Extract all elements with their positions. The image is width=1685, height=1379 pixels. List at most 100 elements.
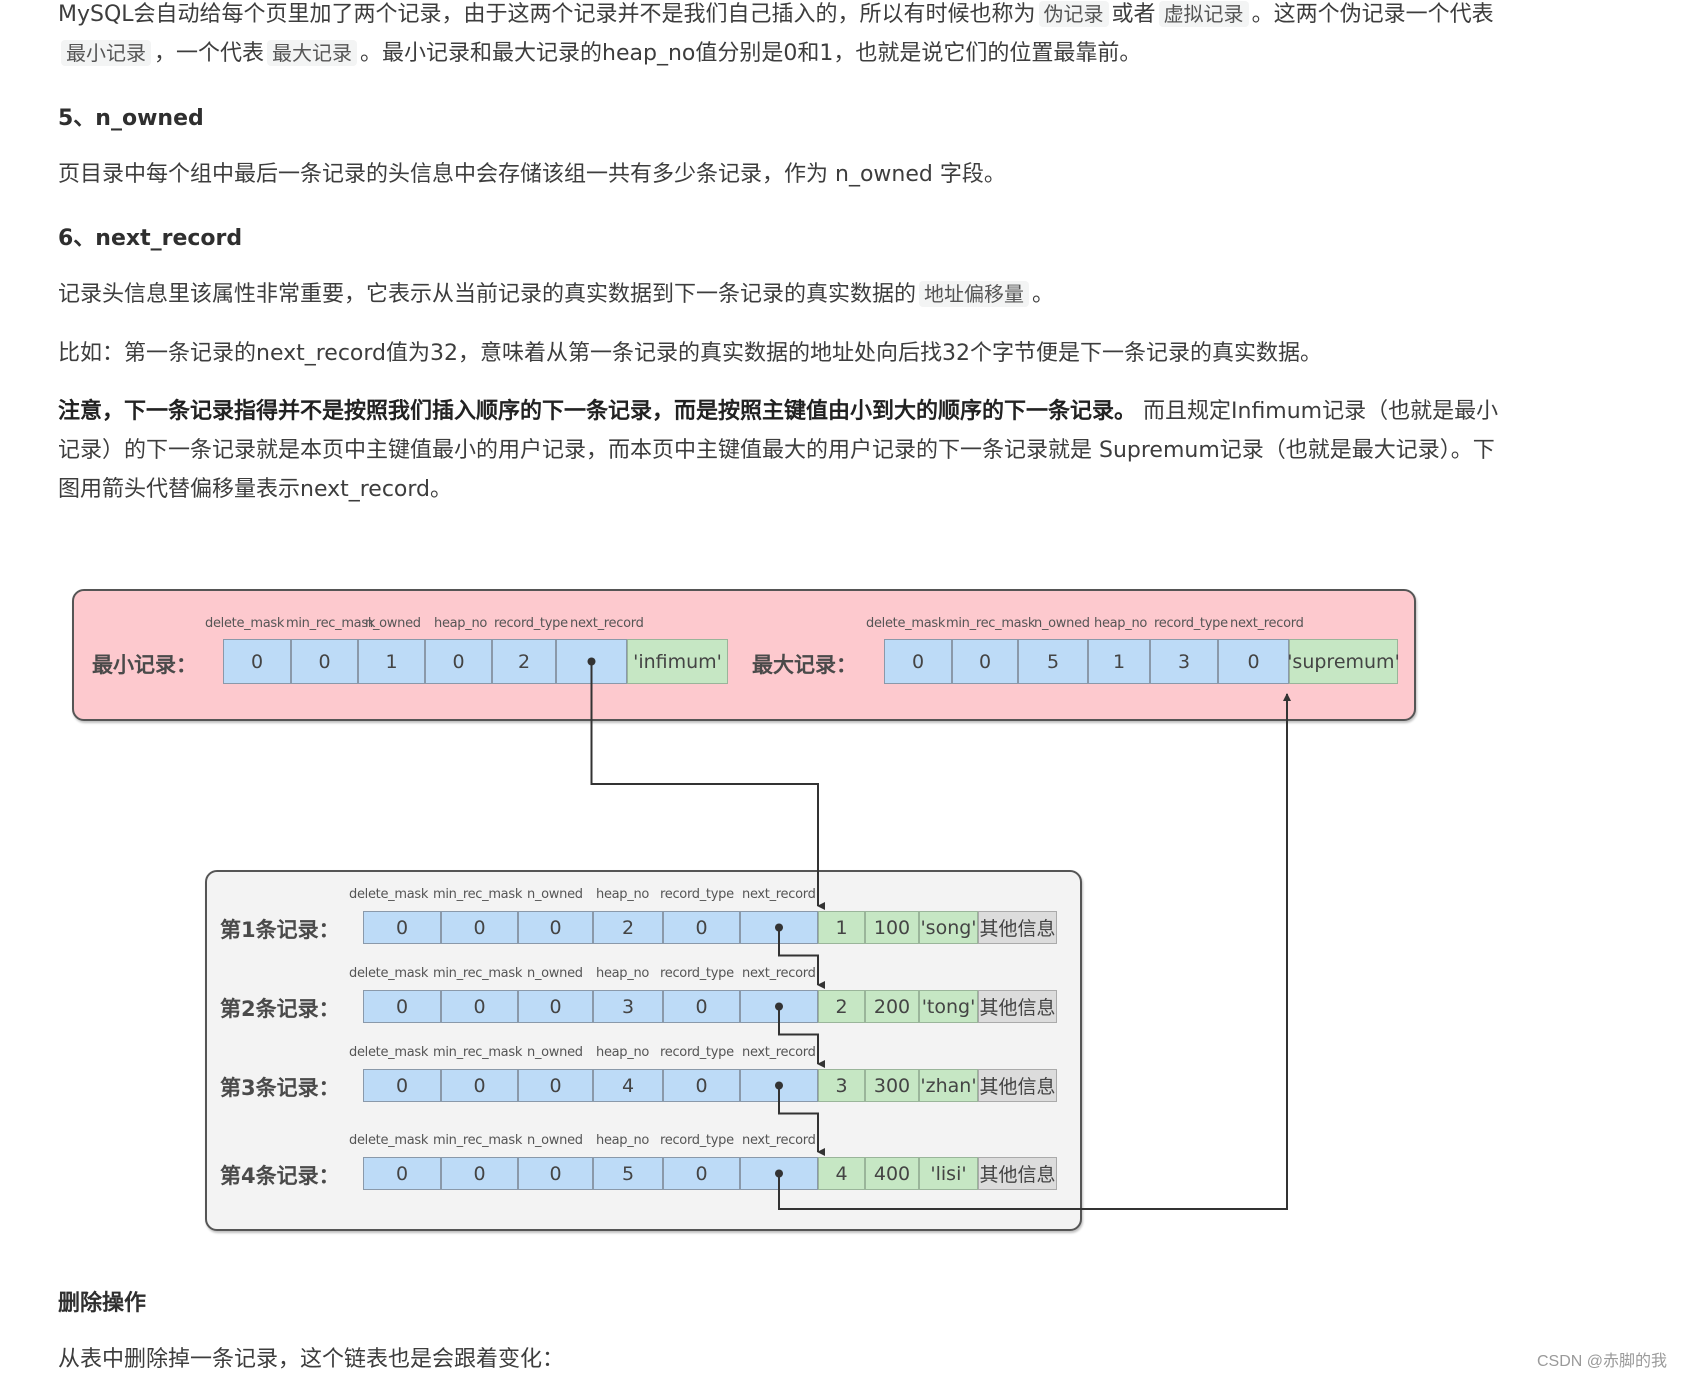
header-field-cell: 0 <box>518 1069 593 1102</box>
field-name-label: next_record <box>742 1045 816 1060</box>
field-name-label: record_type <box>494 616 568 631</box>
record-data-cell: 'lisi' <box>919 1157 978 1190</box>
pseudo-record-label: 最小记录： <box>92 653 197 677</box>
field-name-label: delete_mask <box>349 1045 429 1060</box>
arrow-record-3-to-record-4 <box>778 1085 825 1156</box>
text-segment: 。这两个伪记录一个代表 <box>1251 2 1494 27</box>
header-field-cell: 0 <box>363 1069 441 1102</box>
pointer-dot <box>775 1081 783 1090</box>
note-rest: 而且规定Infimum记录（也就是最小记录）的下一条记录就是本页中主键值最小的用… <box>58 399 1499 502</box>
header-field-cell: 1 <box>358 639 425 684</box>
field-name-label: delete_mask <box>349 1133 429 1148</box>
arrow-record-4-to-supremum <box>778 693 1291 1210</box>
other-info-cell: 其他信息 <box>978 911 1057 944</box>
heading-next-record: 6、next_record <box>58 226 243 251</box>
record-data-cell: 'supremum' <box>1287 639 1400 684</box>
pointer-dot <box>587 657 596 666</box>
field-name-label: next_record <box>570 616 644 631</box>
header-field-cell: 0 <box>518 911 593 944</box>
pointer-dot <box>775 923 783 932</box>
other-info-cell: 其他信息 <box>978 1069 1057 1102</box>
heading-delete-operation: 删除操作 <box>58 1291 147 1316</box>
paragraph-example: 比如：第一条记录的next_record值为32，意味着从第一条记录的真实数据的… <box>58 341 1323 366</box>
header-field-cell: 0 <box>518 1157 593 1190</box>
header-field-cell: 0 <box>1218 639 1289 684</box>
arrow-record-2-to-record-3 <box>778 1006 825 1068</box>
field-name-label: n_owned <box>527 966 583 981</box>
inline-code-virtual-record: 虚拟记录 <box>1158 1 1249 27</box>
header-field-cell: 0 <box>363 911 441 944</box>
user-record-label: 第3条记录： <box>220 1076 340 1100</box>
header-field-cell: 2 <box>593 911 663 944</box>
paragraph-n-owned: 页目录中每个组中最后一条记录的头信息中会存储该组一共有多少条记录，作为 n_ow… <box>58 162 1006 187</box>
field-name-label: record_type <box>660 1133 734 1148</box>
header-field-cell: 0 <box>663 911 740 944</box>
header-field-cell: 0 <box>952 639 1018 684</box>
inline-code-min-record: 最小记录 <box>61 40 151 66</box>
field-name-label: min_rec_mask <box>433 966 523 981</box>
header-field-cell: 0 <box>663 1069 740 1102</box>
inline-code-max-record: 最大记录 <box>267 40 358 66</box>
record-data-cell: 'infimum' <box>627 639 728 684</box>
header-field-cell: 0 <box>663 1157 740 1190</box>
header-field-cell: 0 <box>518 990 593 1023</box>
header-field-cell: 1 <box>1088 639 1150 684</box>
text-segment: 。 <box>1032 282 1055 307</box>
text-segment: 或者 <box>1111 2 1156 27</box>
paragraph-pseudo-records: MySQL会自动给每个页里加了两个记录，由于这两个记录并不是我们自己插入的，所以… <box>58 0 1508 73</box>
field-name-label: next_record <box>742 887 816 902</box>
field-name-label: n_owned <box>365 616 421 631</box>
heading-n-owned: 5、n_owned <box>58 106 204 131</box>
user-record-label: 第2条记录： <box>220 997 340 1021</box>
paragraph-next-record: 记录头信息里该属性非常重要，它表示从当前记录的真实数据到下一条记录的真实数据的地… <box>58 275 1508 314</box>
record-data-cell: 4 <box>818 1157 865 1190</box>
record-data-cell: 2 <box>818 990 865 1023</box>
record-data-cell: 1 <box>818 911 865 944</box>
text-segment: ，一个代表 <box>154 41 265 66</box>
inline-code-address-offset: 地址偏移量 <box>919 281 1030 307</box>
field-name-label: delete_mask <box>866 616 946 631</box>
pointer-dot <box>775 1002 783 1011</box>
other-info-cell: 其他信息 <box>978 990 1057 1023</box>
field-name-label: min_rec_mask <box>433 1045 523 1060</box>
header-field-cell: 0 <box>223 639 291 684</box>
arrow-record-1-to-record-2 <box>778 927 825 989</box>
field-name-label: heap_no <box>1094 616 1148 631</box>
header-field-cell: 5 <box>1018 639 1088 684</box>
field-name-label: delete_mask <box>349 887 429 902</box>
header-field-cell: 0 <box>441 911 518 944</box>
field-name-label: delete_mask <box>349 966 429 981</box>
field-name-label: record_type <box>1154 616 1228 631</box>
text-segment: MySQL会自动给每个页里加了两个记录，由于这两个记录并不是我们自己插入的，所以… <box>58 2 1036 27</box>
header-field-cell: 2 <box>492 639 556 684</box>
header-field-cell: 4 <box>593 1069 663 1102</box>
field-name-label: delete_mask <box>205 616 285 631</box>
field-name-label: n_owned <box>1034 616 1090 631</box>
header-field-cell: 0 <box>363 990 441 1023</box>
header-field-cell: 0 <box>291 639 358 684</box>
paragraph-note: 注意，下一条记录指得并不是按照我们插入顺序的下一条记录，而是按照主键值由小到大的… <box>58 392 1508 509</box>
record-data-cell: 3 <box>818 1069 865 1102</box>
text-segment: 记录头信息里该属性非常重要，它表示从当前记录的真实数据到下一条记录的真实数据的 <box>58 282 917 307</box>
inline-code-pseudo-record: 伪记录 <box>1038 1 1109 27</box>
record-data-cell: 'tong' <box>919 990 978 1023</box>
record-data-cell: 200 <box>865 990 919 1023</box>
header-field-cell: 0 <box>663 990 740 1023</box>
header-field-cell: 5 <box>593 1157 663 1190</box>
field-name-label: record_type <box>660 966 734 981</box>
field-name-label: heap_no <box>596 1045 650 1060</box>
field-name-label: next_record <box>742 1133 816 1148</box>
field-name-label: min_rec_mask <box>946 616 1036 631</box>
header-field-cell: 0 <box>363 1157 441 1190</box>
field-name-label: heap_no <box>596 966 650 981</box>
header-field-cell: 3 <box>593 990 663 1023</box>
field-name-label: n_owned <box>527 1045 583 1060</box>
paragraph-delete: 从表中删除掉一条记录，这个链表也是会跟着变化： <box>58 1347 565 1372</box>
field-name-label: record_type <box>660 1045 734 1060</box>
field-name-label: heap_no <box>434 616 488 631</box>
field-name-label: next_record <box>742 966 816 981</box>
record-data-cell: 400 <box>865 1157 919 1190</box>
field-name-label: min_rec_mask <box>286 616 376 631</box>
